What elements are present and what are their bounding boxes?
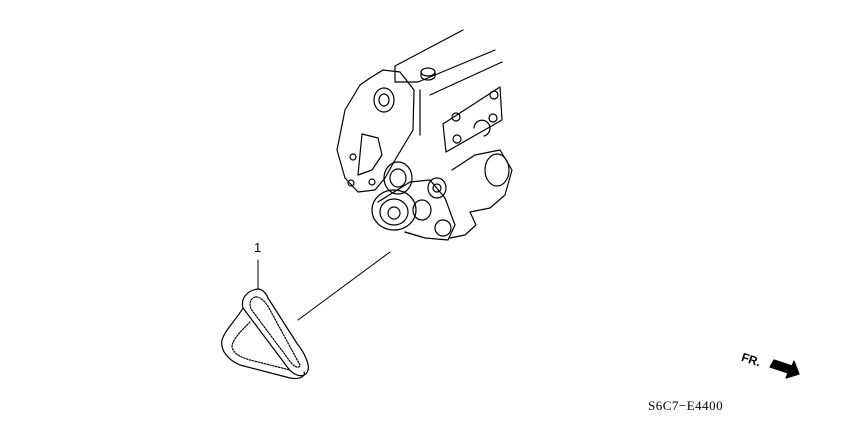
- diagram-code: S6C7−E4400: [648, 398, 724, 413]
- engine-block: [336, 29, 503, 193]
- drive-belt-illustration: [221, 288, 309, 380]
- front-arrow-icon: [769, 359, 800, 379]
- callout-number-1[interactable]: 1: [254, 240, 262, 255]
- leader-line: [297, 251, 391, 321]
- pulleys: [371, 149, 513, 241]
